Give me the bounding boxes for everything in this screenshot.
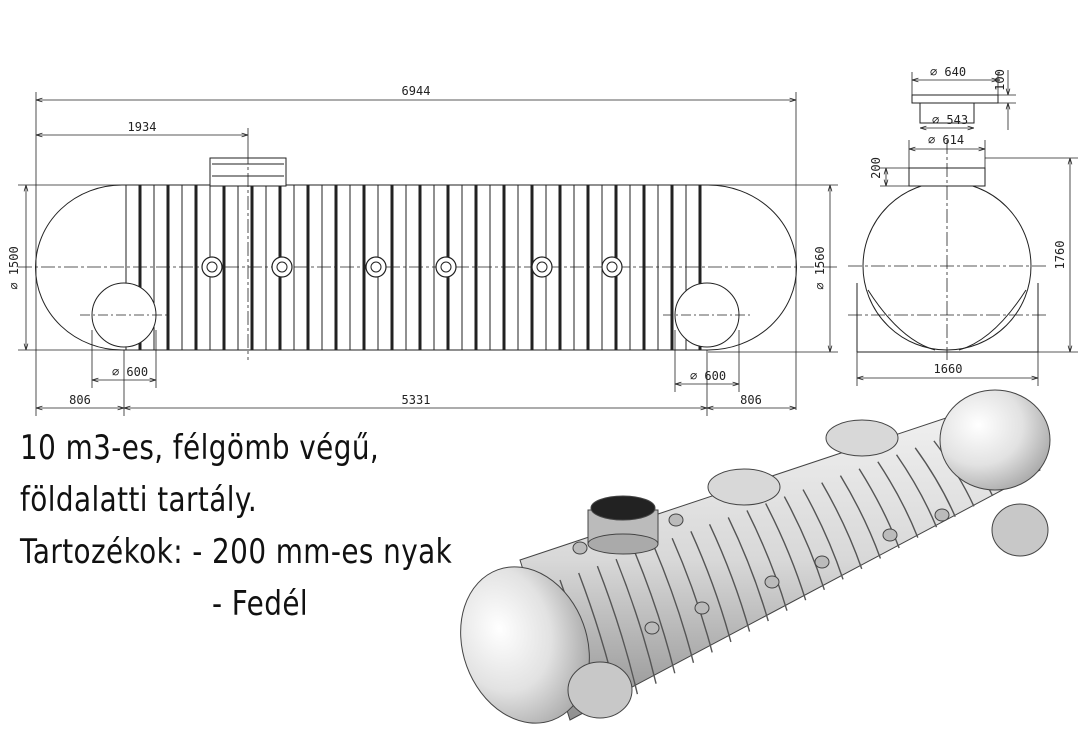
render-hatch-1 bbox=[707, 468, 781, 506]
accessories-label: Tartozékok: bbox=[20, 532, 184, 572]
description-line-2: földalatti tartály. bbox=[20, 480, 258, 520]
render-hatch-2 bbox=[825, 419, 899, 457]
render-neck-lid bbox=[587, 495, 659, 555]
dim-base-width: 1660 bbox=[934, 362, 963, 376]
dim-end-right: 806 bbox=[740, 393, 762, 407]
render-right-dome bbox=[939, 389, 1051, 491]
corrugation-ribs bbox=[125, 185, 702, 350]
render-right-pipe bbox=[991, 503, 1049, 557]
dim-neck-614: ∅ 614 bbox=[928, 133, 964, 147]
dim-body-length: 5331 bbox=[402, 393, 431, 407]
accessory-lid: - Fedél bbox=[212, 584, 309, 624]
right-dome-outline bbox=[707, 184, 798, 351]
dim-overall-length: 6944 bbox=[402, 84, 431, 98]
render-left-dome bbox=[460, 566, 590, 724]
end-view bbox=[848, 94, 1048, 360]
tank-3d-render bbox=[460, 389, 1051, 724]
render-fittings bbox=[572, 508, 950, 635]
dim-end-left: 806 bbox=[69, 393, 91, 407]
dim-lid-640: ∅ 640 bbox=[930, 65, 966, 79]
dim-total-height: 1760 bbox=[1053, 241, 1067, 270]
side-fittings bbox=[201, 256, 623, 278]
dim-diameter-1500: ∅ 1500 bbox=[7, 246, 21, 289]
dim-pipe-left: ∅ 600 bbox=[112, 365, 148, 379]
dim-lid-height: 100 bbox=[993, 69, 1007, 91]
dim-pipe-right: ∅ 600 bbox=[690, 369, 726, 383]
dim-dome-to-neck: 1934 bbox=[128, 120, 157, 134]
left-dome-outline bbox=[34, 184, 123, 351]
side-dimensions bbox=[18, 92, 838, 416]
dim-diameter-1560: ∅ 1560 bbox=[813, 246, 827, 289]
end-lid bbox=[911, 94, 999, 104]
description-line-1: 10 m3-es, félgömb végű, bbox=[20, 428, 380, 468]
accessory-neck: - 200 mm-es nyak bbox=[192, 532, 453, 572]
side-view bbox=[18, 150, 838, 360]
dim-lid-543: ∅ 543 bbox=[932, 113, 968, 127]
dim-neck-height: 200 bbox=[869, 157, 883, 179]
description-line-3: Tartozékok: - 200 mm-es nyak bbox=[20, 532, 452, 572]
render-left-pipe bbox=[567, 661, 633, 719]
end-dimensions bbox=[856, 70, 1078, 386]
